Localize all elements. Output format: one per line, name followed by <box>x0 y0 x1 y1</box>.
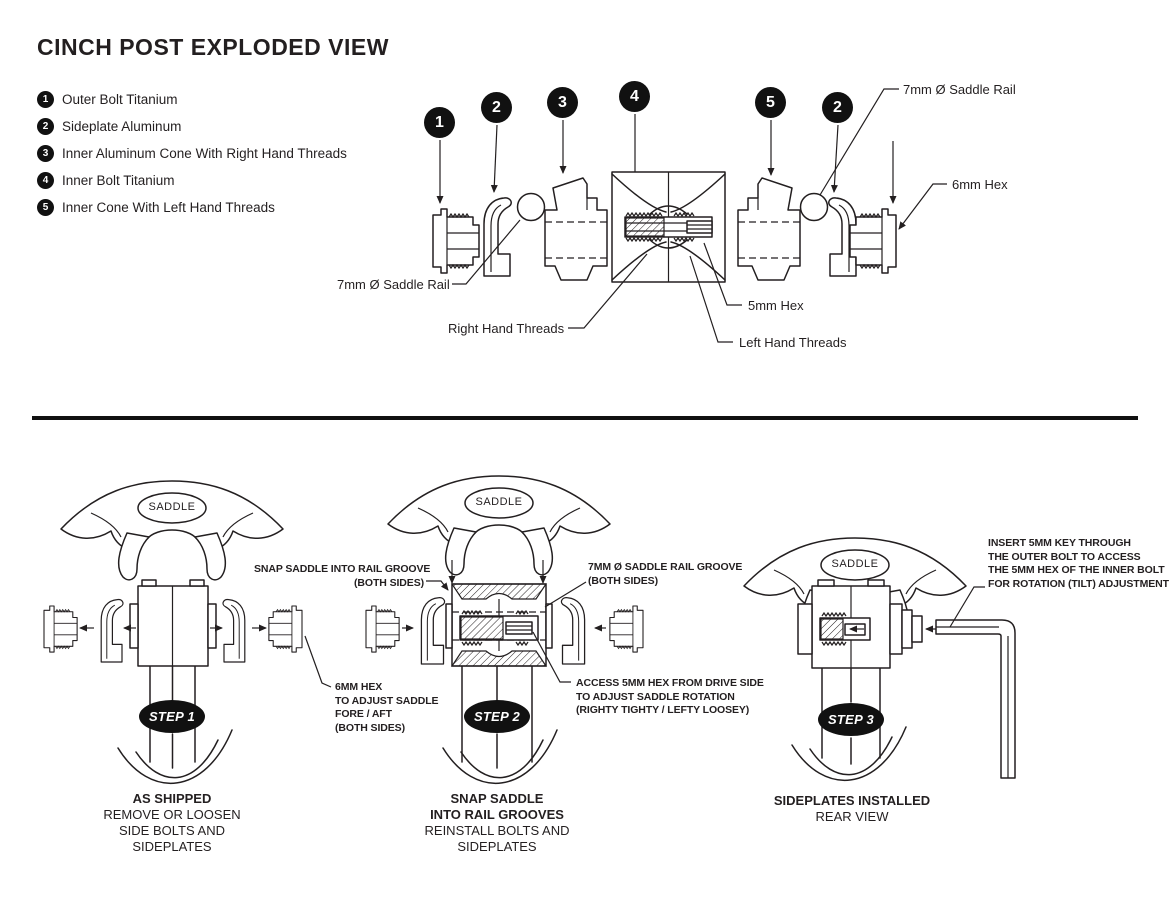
annotation-rail-groove: 7MM Ø SADDLE RAIL GROOVE (BOTH SIDES) <box>588 561 743 587</box>
legend-label: Inner Bolt Titanium <box>62 173 175 188</box>
callout-badge-2: 2 <box>481 92 512 123</box>
section-divider <box>32 416 1138 420</box>
legend-label: Outer Bolt Titanium <box>62 92 178 107</box>
label-left-hand-threads: Left Hand Threads <box>739 335 847 350</box>
saddle-label-step2: SADDLE <box>475 496 523 508</box>
legend-item-1: 1 Outer Bolt Titanium <box>37 86 347 113</box>
step2-art <box>365 475 644 784</box>
step1-badge: STEP 1 <box>139 700 205 733</box>
legend-number-badge: 1 <box>37 91 54 108</box>
legend-number-badge: 5 <box>37 199 54 216</box>
callout-badge-4: 4 <box>619 81 650 112</box>
callout-badge-2b: 2 <box>822 92 853 123</box>
annotation-access-5mm-hex: ACCESS 5MM HEX FROM DRIVE SIDE TO ADJUST… <box>576 677 764 716</box>
saddle-label-step3: SADDLE <box>831 558 879 570</box>
label-saddle-rail-top: 7mm Ø Saddle Rail <box>903 82 1016 97</box>
step2-badge: STEP 2 <box>464 700 530 733</box>
legend-item-5: 5 Inner Cone With Left Hand Threads <box>37 194 347 221</box>
legend-item-4: 4 Inner Bolt Titanium <box>37 167 347 194</box>
callout-badge-1: 1 <box>424 107 455 138</box>
legend-label: Sideplate Aluminum <box>62 119 182 134</box>
step2-caption: SNAP SADDLE INTO RAIL GROOVES REINSTALL … <box>424 791 570 854</box>
parts-legend: 1 Outer Bolt Titanium 2 Sideplate Alumin… <box>37 86 347 221</box>
label-saddle-rail-left: 7mm Ø Saddle Rail <box>337 277 450 292</box>
annotation-6mm-hex-adjust: 6MM HEX TO ADJUST SADDLE FORE / AFT (BOT… <box>335 681 439 734</box>
step3-badge: STEP 3 <box>818 703 884 736</box>
step3-art <box>743 537 1016 781</box>
legend-number-badge: 3 <box>37 145 54 162</box>
legend-number-badge: 4 <box>37 172 54 189</box>
exploded-view-art <box>432 88 947 343</box>
exploded-part4-art <box>611 171 726 283</box>
label-5mm-hex: 5mm Hex <box>748 298 804 313</box>
label-6mm-hex: 6mm Hex <box>952 177 1008 192</box>
legend-number-badge: 2 <box>37 118 54 135</box>
legend-label: Inner Cone With Left Hand Threads <box>62 200 275 215</box>
step3-caption: SIDEPLATES INSTALLED REAR VIEW <box>773 793 931 824</box>
legend-label: Inner Aluminum Cone With Right Hand Thre… <box>62 146 347 161</box>
page-title: CINCH POST EXPLODED VIEW <box>37 34 389 60</box>
annotation-snap-groove: SNAP SADDLE INTO RAIL GROOVE (BOTH SIDES… <box>254 563 431 589</box>
step1-caption: AS SHIPPED REMOVE OR LOOSEN SIDE BOLTS A… <box>103 791 241 854</box>
callout-badge-3: 3 <box>547 87 578 118</box>
annotation-insert-key: INSERT 5MM KEY THROUGH THE OUTER BOLT TO… <box>988 537 1169 590</box>
saddle-label-step1: SADDLE <box>148 501 196 513</box>
callout-badge-5: 5 <box>755 87 786 118</box>
legend-item-2: 2 Sideplate Aluminum <box>37 113 347 140</box>
legend-item-3: 3 Inner Aluminum Cone With Right Hand Th… <box>37 140 347 167</box>
step1-art <box>43 480 332 784</box>
label-right-hand-threads: Right Hand Threads <box>448 321 565 336</box>
